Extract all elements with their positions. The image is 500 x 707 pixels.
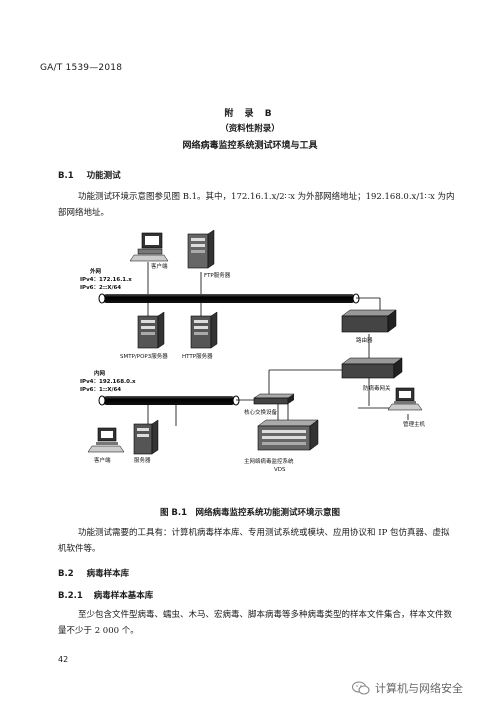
core-switch-icon <box>253 393 295 405</box>
gateway-icon <box>341 357 403 379</box>
figure-caption: 图 B.1 网络病毒监控系统功能测试环境示意图 <box>159 508 341 518</box>
section-number: B.2.1 <box>58 591 83 601</box>
b1-paragraph-line1: 功能测试环境示意图参见图 B.1。其中，172.16.1.x/2∷x 为外部网络… <box>78 192 455 202</box>
inner-net-ipv6: IPv6：1::X/64 <box>80 387 121 393</box>
server-icon <box>133 419 159 455</box>
smtp-server-label: SMTP/POP3服务器 <box>120 352 168 360</box>
b21-paragraph-line1: 至少包含文件型病毒、蠕虫、木马、宏病毒、脚本病毒等多种病毒类型的样本文件集合，样… <box>78 610 453 620</box>
section-b2-heading: B.2 病毒样本库 <box>58 567 129 579</box>
http-server-icon <box>190 311 218 349</box>
router-label: 路由器 <box>356 336 373 344</box>
tools-paragraph-line2: 机软件等。 <box>58 544 101 554</box>
inner-backbone <box>98 395 240 406</box>
section-title: 病毒样本基本库 <box>93 591 154 601</box>
client-top-label: 客户端 <box>151 262 168 270</box>
section-title: 功能测试 <box>86 171 121 181</box>
vds-icon <box>257 419 319 451</box>
server-bottom-label: 服务器 <box>134 456 151 464</box>
inner-net-ipv4: IPv4：192.168.0.x <box>80 379 136 385</box>
mgmt-host-label: 管理主机 <box>403 420 426 428</box>
b1-paragraph-line2: 部网络地址。 <box>58 208 110 218</box>
b21-paragraph-line2: 量不少于 2 000 个。 <box>58 626 139 636</box>
watermark-text: 计算机与网络安全 <box>375 682 463 695</box>
network-diagram: 外网 IPv4：172.16.1.x IPv6：2::X/64 内网 IPv4：… <box>80 229 426 473</box>
appendix-heading: 网络病毒监控系统测试环境与工具 <box>182 141 318 151</box>
section-number: B.2 <box>58 569 74 579</box>
ftp-server-icon <box>187 229 215 269</box>
section-number: B.1 <box>58 171 74 181</box>
outer-net-label: 外网 <box>90 267 102 275</box>
watermark: 计算机与网络安全 <box>352 680 463 696</box>
tools-paragraph-line1: 功能测试需要的工具有：计算机病毒样本库、专用测试系统或模块、应用协议和 IP 包… <box>78 528 450 538</box>
standard-header: GA/T 1539—2018 <box>40 63 123 73</box>
wechat-icon <box>352 681 370 695</box>
outer-net-ipv6: IPv6：2::X/64 <box>80 285 121 291</box>
client-pc-icon <box>87 427 125 453</box>
appendix-title: 附 录 B <box>224 109 276 119</box>
client-pc-icon <box>129 232 169 262</box>
vds-label-line2: VDS <box>274 467 286 473</box>
vds-label-line1: 主网络病毒监控系统 <box>244 457 294 465</box>
page-number: 42 <box>58 655 69 664</box>
inner-net-label: 内网 <box>94 369 106 377</box>
section-title: 病毒样本库 <box>86 569 130 579</box>
http-server-label: HTTP服务器 <box>182 352 213 360</box>
ftp-server-label: FTP服务器 <box>204 271 231 279</box>
mgmt-host-icon <box>387 387 423 411</box>
outer-net-ipv4: IPv4：172.16.1.x <box>80 277 132 283</box>
gateway-label: 防病毒网关 <box>363 384 391 392</box>
section-b1-heading: B.1 功能测试 <box>58 169 121 181</box>
core-switch-label: 核心交换设备 <box>244 408 278 416</box>
outer-backbone <box>98 293 360 304</box>
client-bottom-label: 客户端 <box>94 456 111 464</box>
smtp-server-icon <box>137 311 165 349</box>
router-icon <box>341 309 397 333</box>
appendix-subtitle: （资料性附录） <box>220 124 280 134</box>
section-b21-heading: B.2.1 病毒样本基本库 <box>58 589 153 601</box>
